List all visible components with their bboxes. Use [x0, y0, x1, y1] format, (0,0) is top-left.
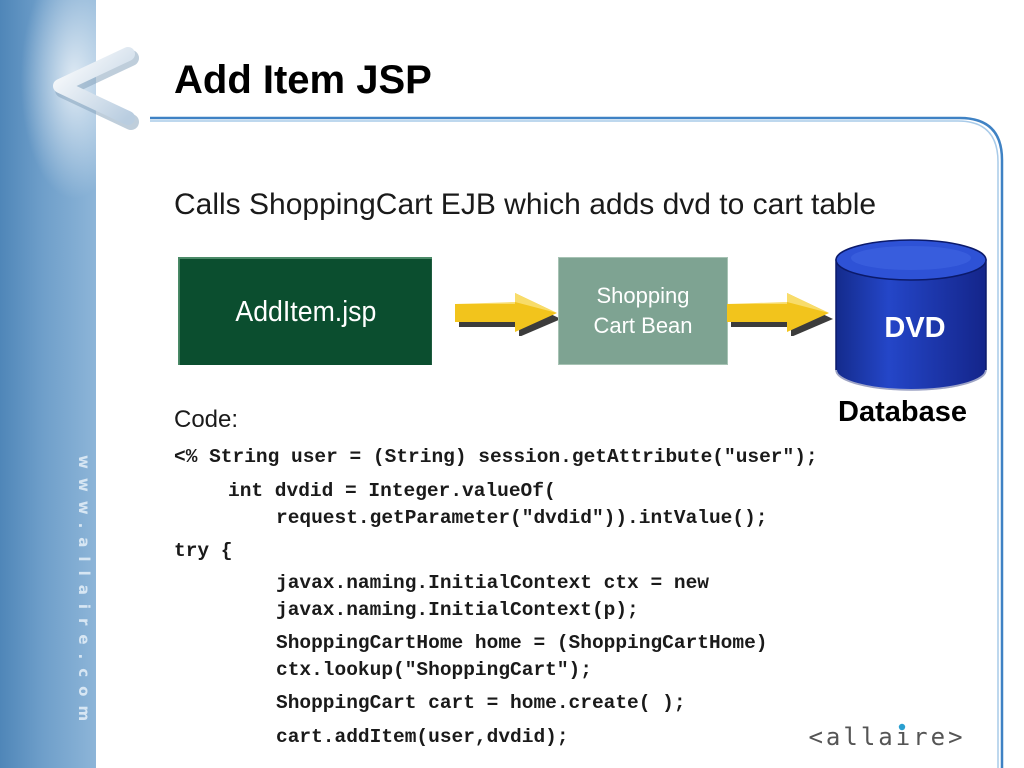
- arrow-right-icon: [727, 293, 833, 336]
- code-line: cart.addItem(user,dvdid);: [276, 726, 569, 748]
- bean-label-line2: Cart Bean: [593, 313, 693, 338]
- shopping-cart-bean-box: Shopping Cart Bean: [558, 257, 728, 365]
- additem-jsp-label: AddItem.jsp: [235, 295, 377, 328]
- code-line: int dvdid = Integer.valueOf(: [228, 480, 556, 502]
- database-cylinder-icon: [835, 239, 987, 391]
- bean-label-line1: Shopping: [596, 283, 690, 308]
- allaire-logo: <allaire>: [808, 723, 965, 751]
- database-caption: Database: [838, 396, 967, 428]
- code-line: javax.naming.InitialContext ctx = new: [276, 572, 709, 594]
- code-line: ShoppingCartHome home = (ShoppingCartHom…: [276, 632, 768, 654]
- code-line: try {: [174, 540, 233, 562]
- code-line: <% String user = (String) session.getAtt…: [174, 446, 818, 468]
- database-label: DVD: [884, 312, 946, 344]
- additem-jsp-box: AddItem.jsp: [178, 257, 432, 365]
- chevron-left-icon: [53, 47, 139, 130]
- code-line: ctx.lookup("ShoppingCart");: [276, 659, 592, 681]
- page-title: Add Item JSP: [174, 58, 432, 102]
- vertical-url-text: www.allaire.com: [75, 455, 93, 731]
- slide-subtitle: Calls ShoppingCart EJB which adds dvd to…: [174, 188, 877, 221]
- arrow-right-icon: [455, 293, 561, 336]
- code-line: ShoppingCart cart = home.create( );: [276, 692, 686, 714]
- code-heading: Code:: [174, 406, 239, 433]
- allaire-logo-text: <allaire>: [808, 723, 965, 751]
- logo-dot: [898, 723, 906, 731]
- code-line: javax.naming.InitialContext(p);: [276, 599, 639, 621]
- code-line: request.getParameter("dvdid")).intValue(…: [276, 507, 768, 529]
